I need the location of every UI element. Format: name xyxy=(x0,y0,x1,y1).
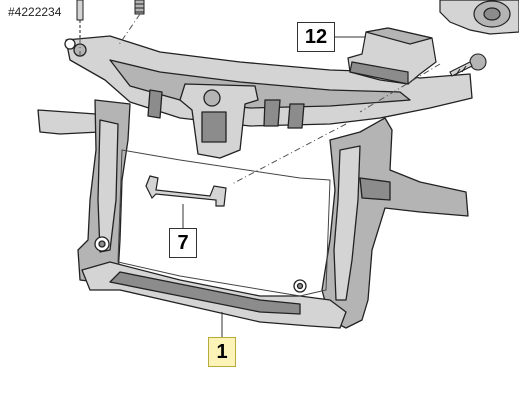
reference-id: #4222234 xyxy=(8,5,62,19)
motor-component-partial xyxy=(439,0,519,35)
front-carrier xyxy=(37,35,473,329)
assembly-guide-lines xyxy=(79,13,441,185)
bolt-left xyxy=(76,0,84,38)
callout-7: 7 xyxy=(169,228,197,258)
screw-part xyxy=(449,53,487,77)
bolt-right xyxy=(134,0,145,15)
bracket-part xyxy=(145,175,227,207)
callout-1: 1 xyxy=(208,337,236,367)
air-duct-guide-part xyxy=(347,27,437,85)
callout-12: 12 xyxy=(297,22,335,52)
callout-leaders xyxy=(182,36,366,337)
